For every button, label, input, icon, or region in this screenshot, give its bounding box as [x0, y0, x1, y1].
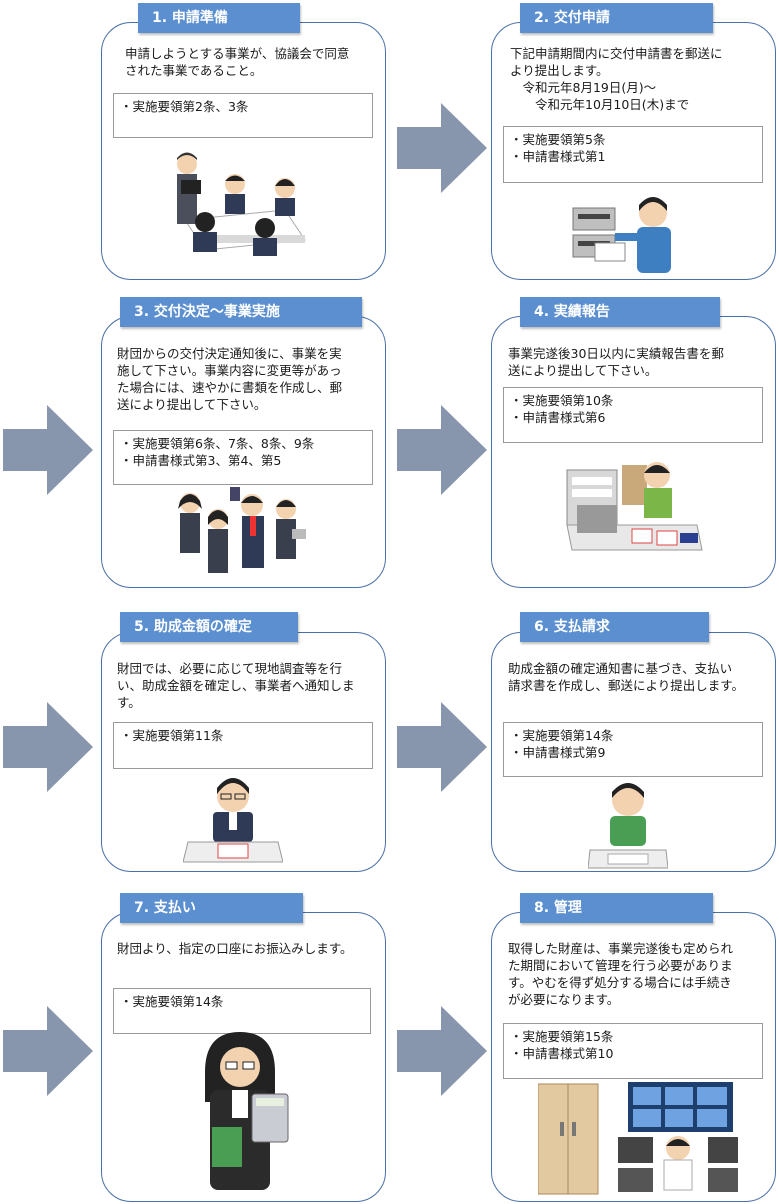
step-ref-8-1: ・実施要領第15条	[510, 1029, 614, 1044]
right-arrow-icon	[397, 1006, 487, 1096]
mailing-person-illustration	[572, 197, 671, 273]
step-ref-8-2: ・申請書様式第10	[510, 1046, 614, 1061]
step-text-1: 申請しようとする事業が、協議会で同意 された事業であること。	[125, 46, 350, 78]
step-title-2: 2. 交付申請	[520, 3, 713, 33]
calculator-woman-illustration	[205, 1032, 289, 1190]
step-ref-7-1: ・実施要領第14条	[120, 994, 224, 1009]
step-ref-4-2: ・申請書様式第6	[510, 410, 606, 425]
step-text-3: 財団からの交付決定通知後に、事業を実 施して下さい。事業内容に変更等があっ た場…	[117, 346, 343, 412]
step-text-6: 助成金額の確定通知書に基づき、支払い 請求書を作成し、郵送により提出します。	[508, 661, 745, 693]
step-text-2: 下記申請期間内に交付申請書を郵送に より提出します。 令和元年8月19日(月)～…	[510, 46, 723, 112]
step-refs-2: ・実施要領第5条 ・申請書様式第1	[503, 126, 763, 183]
step-refs-7: ・実施要領第14条	[113, 988, 371, 1034]
step-title-5: 5. 助成金額の確定	[120, 612, 298, 642]
step-refs-1: ・実施要領第2条、3条	[113, 93, 373, 138]
busy-workers-illustration	[178, 487, 306, 573]
step-refs-8: ・実施要領第15条 ・申請書様式第10	[503, 1023, 763, 1079]
step-refs-3: ・実施要領第6条、7条、8条、9条 ・申請書様式第3、第4、第5	[113, 430, 373, 485]
right-arrow-icon	[3, 1006, 93, 1096]
step-ref-3-1: ・実施要領第6条、7条、8条、9条	[120, 436, 315, 451]
thinking-person-illustration	[588, 783, 668, 869]
step-ref-5-1: ・実施要領第11条	[120, 728, 224, 743]
step-title-8: 8. 管理	[520, 893, 713, 923]
step-ref-6-2: ・申請書様式第9	[510, 745, 606, 760]
locker-monitors-illustration	[538, 1082, 738, 1195]
step-title-6: 6. 支払請求	[520, 612, 709, 642]
step-ref-6-1: ・実施要領第14条	[510, 728, 614, 743]
step-refs-6: ・実施要領第14条 ・申請書様式第9	[503, 722, 763, 777]
right-arrow-icon	[397, 405, 487, 495]
right-arrow-icon	[397, 103, 487, 193]
step-title-3: 3. 交付決定～事業実施	[120, 297, 362, 327]
meeting-people-illustration	[177, 152, 306, 256]
step-ref-3-2: ・申請書様式第3、第4、第5	[120, 453, 282, 468]
step-refs-5: ・実施要領第11条	[113, 722, 373, 769]
step-refs-4: ・実施要領第10条 ・申請書様式第6	[503, 387, 763, 443]
right-arrow-icon	[397, 702, 487, 792]
right-arrow-icon	[3, 405, 93, 495]
step-text-5: 財団では、必要に応じて現地調査等を行 い、助成金額を確定し、事業者へ通知しま す…	[117, 661, 355, 710]
step-ref-4-1: ・実施要領第10条	[510, 393, 614, 408]
step-title-7: 7. 支払い	[120, 893, 303, 923]
official-stamping-illustration	[183, 778, 283, 863]
step-text-4: 事業完遂後30日以内に実績報告書を郵 送により提出して下さい。	[508, 346, 724, 378]
step-title-1: 1. 申請準備	[138, 3, 300, 33]
step-ref-1-1: ・実施要領第2条、3条	[120, 99, 249, 114]
step-ref-2-2: ・申請書様式第1	[510, 149, 606, 164]
step-text-8: 取得した財産は、事業完遂後も定められ た期間において管理を行う必要がありま す。…	[508, 941, 734, 1007]
step-ref-2-1: ・実施要領第5条	[510, 132, 606, 147]
step-title-4: 4. 実績報告	[520, 297, 720, 327]
office-desk-illustration	[566, 462, 703, 551]
step-text-7: 財団より、指定の口座にお振込みします。	[117, 941, 353, 956]
right-arrow-icon	[3, 702, 93, 792]
